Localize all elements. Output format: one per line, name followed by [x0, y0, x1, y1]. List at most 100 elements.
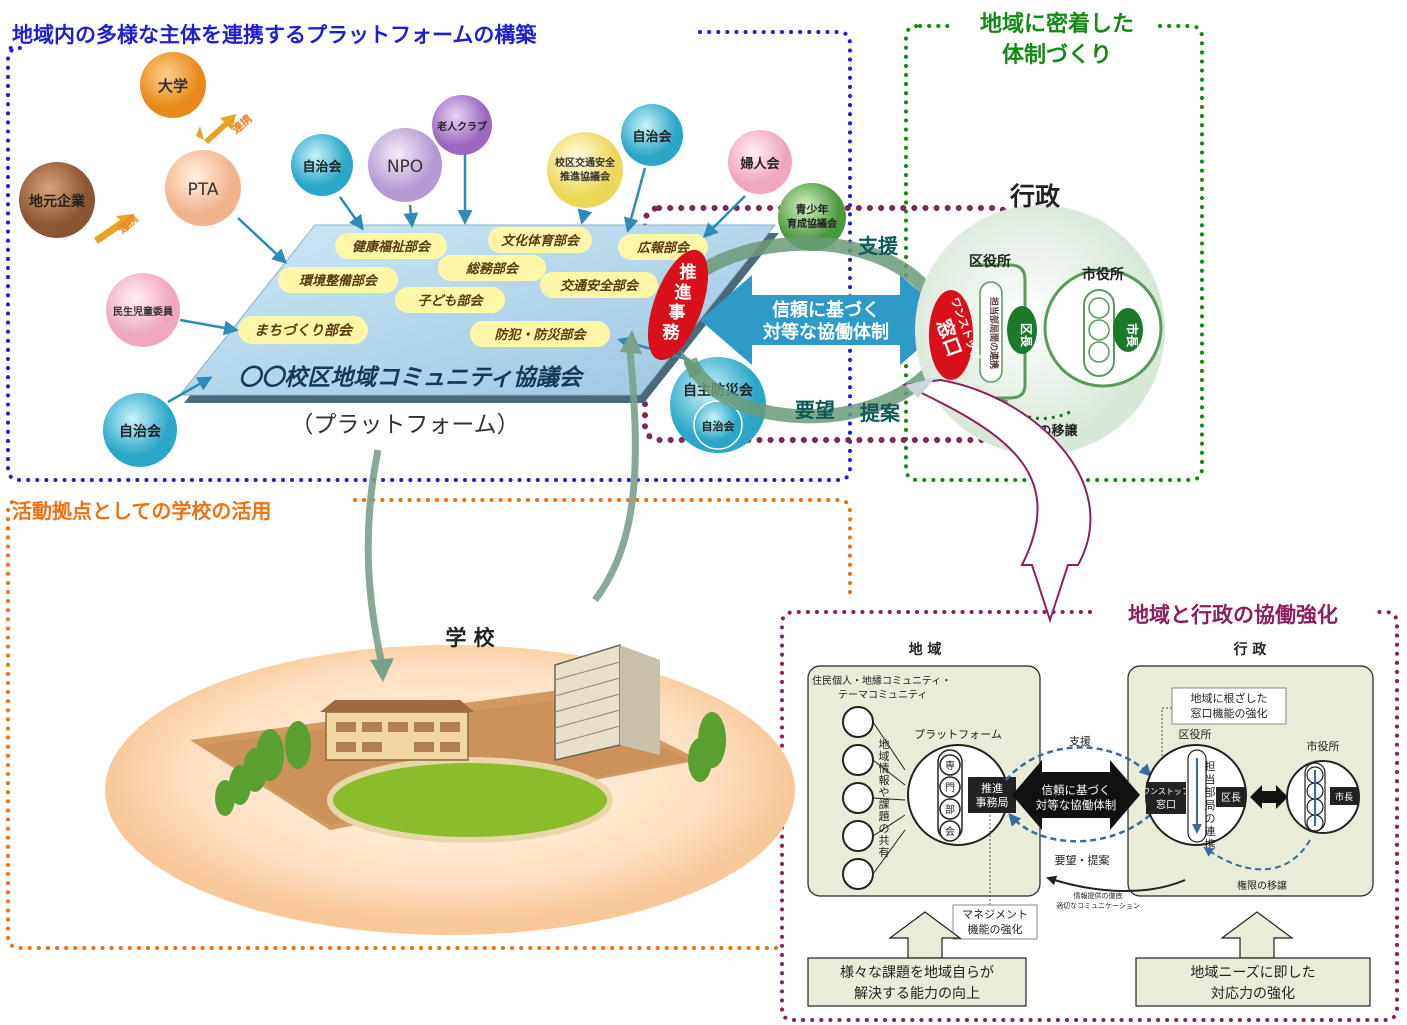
svg-text:交通安全部会: 交通安全部会 — [560, 278, 640, 294]
proposal-label: 提案 — [860, 401, 901, 425]
school-arrow-head-down — [370, 658, 394, 682]
svg-text:携: 携 — [1205, 837, 1216, 851]
close-section-title-1: 地域に密着した — [980, 11, 1134, 37]
svg-text:子ども部会: 子ども部会 — [417, 293, 484, 309]
committee-pill: まちづくり部会 — [238, 316, 368, 344]
school-label: 学 校 — [445, 626, 495, 650]
renkei-label-2: 連携 — [115, 211, 141, 236]
svg-text:住民個人・地縁コミュニティ・: 住民個人・地縁コミュニティ・ — [812, 674, 951, 687]
close-section-title-2: 体制づくり — [1002, 43, 1112, 68]
svg-text:部: 部 — [945, 803, 955, 816]
close-frame — [904, 24, 1204, 482]
committee-pill: 文化体育部会 — [488, 227, 592, 253]
shicho-label: 市長 — [1125, 323, 1140, 348]
svg-text:連: 連 — [1205, 824, 1216, 838]
svg-text:老人クラブ: 老人クラブ — [436, 120, 487, 133]
actor-jichikai-3: 自治会 — [103, 393, 177, 467]
svg-text:校区交通安全: 校区交通安全 — [555, 156, 616, 169]
committee-pill: 交通安全部会 — [540, 272, 658, 298]
collab-section-title: 地域と行政の協働強化 — [1128, 603, 1338, 627]
svg-text:広報部会: 広報部会 — [636, 240, 691, 256]
svg-text:民生児童委員: 民生児童委員 — [113, 305, 173, 318]
svg-text:権限の移譲: 権限の移譲 — [1237, 879, 1287, 892]
svg-text:や: や — [879, 786, 890, 799]
svg-text:青少年: 青少年 — [796, 202, 829, 216]
actor-npo: NPO — [368, 128, 442, 202]
svg-text:適切なコミュニケーション: 適切なコミュニケーション — [1056, 901, 1140, 910]
svg-text:育成協議会: 育成協議会 — [787, 217, 837, 230]
svg-text:地元企業: 地元企業 — [29, 193, 86, 210]
collaboration-line-2: 対等な協働体制 — [762, 321, 889, 343]
svg-text:市長: 市長 — [1335, 791, 1353, 803]
svg-text:推: 推 — [680, 262, 697, 283]
school-arrow-head-up — [620, 330, 642, 354]
admin-title: 行政 — [1009, 182, 1061, 211]
actor-minsei: 民生児童委員 — [106, 273, 180, 347]
svg-text:情: 情 — [879, 762, 890, 775]
svg-text:情報提供の徹底: 情報提供の徹底 — [1074, 891, 1123, 900]
platform-section-title: 地域内の多様な主体を連携するプラットフォームの構築 — [12, 23, 537, 47]
svg-text:婦人会: 婦人会 — [739, 156, 780, 172]
detail-gov-title: 行 政 — [1233, 641, 1268, 658]
actor-fujin: 婦人会 — [728, 130, 792, 194]
kucho-label: 区長 — [1019, 323, 1034, 348]
actor-local-company: 地元企業 — [19, 162, 95, 238]
svg-text:プラットフォーム: プラットフォーム — [914, 728, 1002, 741]
svg-text:支援: 支援 — [1069, 734, 1091, 748]
committee-pill: 健康福祉部会 — [335, 233, 447, 259]
svg-text:防犯・防災部会: 防犯・防災部会 — [494, 327, 587, 343]
svg-text:ワンストップ: ワンストップ — [1142, 787, 1190, 796]
svg-text:テーマコミュニティ: テーマコミュニティ — [838, 690, 927, 701]
renkei-links — [94, 114, 236, 244]
actor-university: 大学 — [140, 52, 206, 118]
committee-pill: 防犯・防災部会 — [470, 321, 610, 347]
committee-pill: 総務部会 — [438, 255, 546, 281]
svg-text:課: 課 — [879, 797, 890, 811]
school-section-title: 活動拠点としての学校の活用 — [12, 499, 271, 523]
school-frame — [6, 498, 852, 950]
svg-text:様々な課題を地域自らが: 様々な課題を地域自らが — [840, 965, 994, 981]
svg-text:務: 務 — [663, 322, 681, 343]
svg-text:地: 地 — [879, 738, 890, 751]
actor-jichikai-2: 自治会 — [621, 104, 683, 166]
svg-text:担: 担 — [1205, 759, 1216, 773]
actor-arrows — [167, 148, 746, 404]
city-office-label: 市役所 — [1082, 266, 1124, 283]
svg-text:共: 共 — [879, 834, 890, 847]
svg-text:事務局: 事務局 — [976, 795, 1009, 809]
svg-text:区長: 区長 — [1221, 792, 1241, 804]
svg-text:部: 部 — [1205, 785, 1216, 799]
svg-text:信頼に基づく: 信頼に基づく — [1042, 783, 1111, 797]
collaboration-line-1: 信頼に基づく — [772, 299, 880, 321]
svg-text:大学: 大学 — [158, 77, 188, 95]
platform-name: 〇〇校区地域コミュニティ協議会 — [238, 365, 585, 391]
svg-text:NPO: NPO — [387, 157, 423, 177]
collab-frame — [780, 610, 1399, 1022]
committee-pills: 健康福祉部会 文化体育部会 広報部会 環境整備部会 総務部会 子ども部会 交通安… — [238, 227, 708, 347]
svg-text:まちづくり部会: まちづくり部会 — [254, 322, 354, 339]
svg-text:報: 報 — [879, 774, 890, 787]
request-label: 要望 — [795, 398, 835, 422]
svg-text:題: 題 — [879, 810, 890, 823]
detail-panel: 地 域 行 政 住民個人・地縁コミュニティ・ テーマコミュニティ 地域情報や課題… — [807, 641, 1374, 1007]
svg-text:会: 会 — [945, 825, 955, 838]
platform-frame — [6, 30, 852, 482]
committee-pill: 子ども部会 — [395, 287, 505, 313]
actor-pta: PTA — [165, 150, 241, 226]
svg-text:地域に根ざした: 地域に根ざした — [1191, 691, 1268, 705]
svg-text:対等な協働体制: 対等な協働体制 — [1036, 798, 1117, 812]
support-label: 支援 — [858, 234, 899, 258]
svg-text:窓口: 窓口 — [1156, 798, 1176, 811]
svg-text:環境整備部会: 環境整備部会 — [299, 273, 379, 289]
committee-pill: 環境整備部会 — [278, 267, 398, 293]
svg-text:マネジメント: マネジメント — [962, 908, 1028, 921]
svg-text:専: 専 — [945, 760, 955, 772]
svg-text:の: の — [1205, 812, 1216, 825]
svg-text:自治会: 自治会 — [119, 423, 162, 440]
svg-text:有: 有 — [879, 845, 890, 859]
svg-text:区役所: 区役所 — [1179, 727, 1212, 741]
detail-pointer-arrow — [901, 378, 1092, 624]
